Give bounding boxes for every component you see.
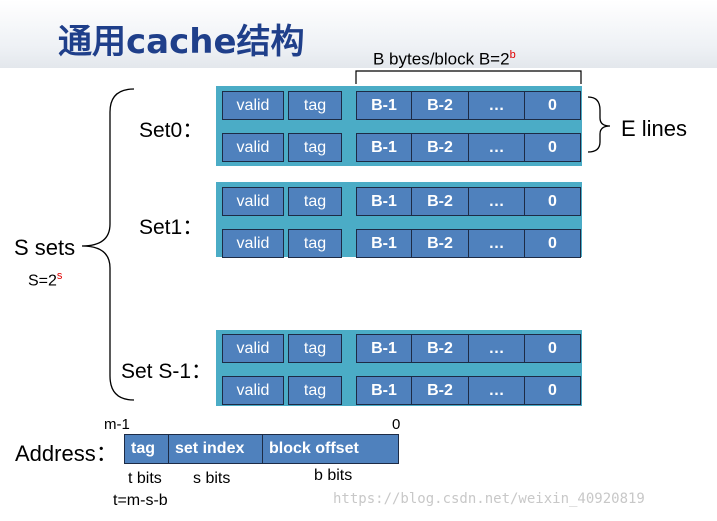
address-low-bit: 0 — [392, 416, 401, 433]
block-cell-0: 0 — [524, 229, 581, 258]
block-cell-ellipsis: … — [468, 376, 525, 405]
address-block-offset-field: block offset — [262, 434, 399, 464]
block-cell-b-1: B-1 — [356, 133, 412, 162]
valid-cell: valid — [222, 229, 284, 258]
s-sets-brace — [81, 88, 135, 401]
tag-cell: tag — [288, 133, 342, 162]
block-cell-b-1: B-1 — [356, 91, 412, 120]
valid-cell: valid — [222, 334, 284, 363]
tag-bits-formula: t=m-s-b — [113, 492, 168, 509]
tag-bits-label: t bits — [128, 470, 162, 487]
s-sets-label: S sets — [14, 235, 76, 260]
tag-cell: tag — [288, 187, 342, 216]
block-cell-0: 0 — [524, 334, 581, 363]
block-cell-b-2: B-2 — [411, 187, 469, 216]
block-cell-b-2: B-2 — [411, 91, 469, 120]
block-cell-0: 0 — [524, 376, 581, 405]
block-cell-b-1: B-1 — [356, 229, 412, 258]
block-cell-b-2: B-2 — [411, 229, 469, 258]
set-s-1-label: Set S-1： — [121, 360, 213, 383]
header-band — [0, 0, 717, 68]
tag-cell: tag — [288, 229, 342, 258]
block-cell-ellipsis: … — [468, 133, 525, 162]
tag-cell: tag — [288, 334, 342, 363]
tag-cell: tag — [288, 376, 342, 405]
block-bracket — [355, 70, 582, 84]
block-cell-b-1: B-1 — [356, 187, 412, 216]
address-label: Address： — [15, 441, 118, 466]
block-cell-0: 0 — [524, 187, 581, 216]
block-cell-ellipsis: … — [468, 334, 525, 363]
valid-cell: valid — [222, 187, 284, 216]
valid-cell: valid — [222, 133, 284, 162]
block-cell-b-2: B-2 — [411, 133, 469, 162]
block-cell-b-2: B-2 — [411, 376, 469, 405]
set-bits-label: s bits — [193, 470, 231, 487]
tag-cell: tag — [288, 91, 342, 120]
block-cell-ellipsis: … — [468, 91, 525, 120]
block-size-label: B bytes/block B=2b — [373, 49, 516, 69]
watermark: https://blog.csdn.net/weixin_40920819 — [333, 491, 645, 507]
offset-bits-label: b bits — [314, 467, 353, 484]
address-tag-field: tag — [124, 434, 170, 464]
block-cell-0: 0 — [524, 133, 581, 162]
block-cell-0: 0 — [524, 91, 581, 120]
set1-label: Set1： — [139, 216, 204, 239]
set0-label: Set0： — [139, 119, 204, 142]
address-high-bit: m-1 — [104, 416, 130, 433]
valid-cell: valid — [222, 91, 284, 120]
block-cell-b-2: B-2 — [411, 334, 469, 363]
e-lines-brace — [587, 96, 611, 153]
address-set-index-field: set index — [168, 434, 264, 464]
page-title: 通用cache结构 — [58, 22, 305, 62]
valid-cell: valid — [222, 376, 284, 405]
block-cell-b-1: B-1 — [356, 376, 412, 405]
s-formula-label: S=2s — [28, 270, 63, 290]
block-cell-b-1: B-1 — [356, 334, 412, 363]
e-lines-label: E lines — [621, 116, 688, 141]
